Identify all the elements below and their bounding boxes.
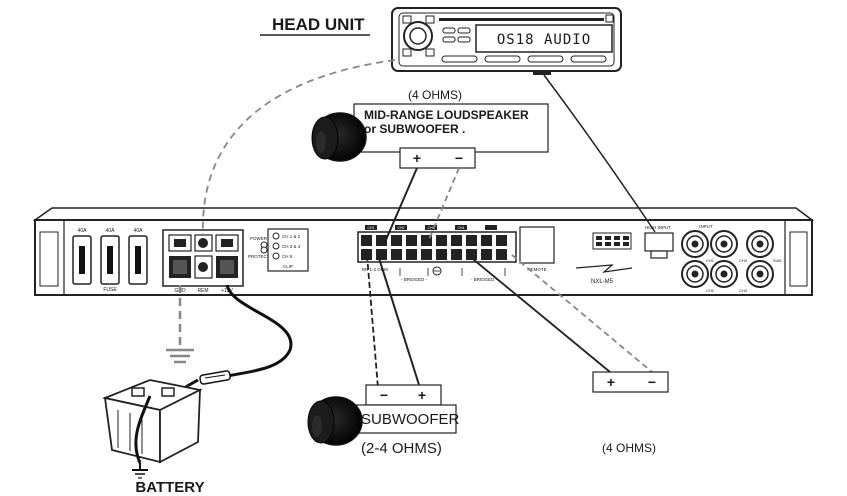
ground-symbol-icon (166, 348, 194, 364)
bridged-label-1: - BRIDGED - (401, 277, 428, 282)
fuse-block: 40A 40A 40A FUSE (72, 228, 148, 293)
rem-label: REM (197, 288, 208, 294)
speaker-icon (311, 112, 367, 162)
cd-slot (439, 18, 604, 21)
upper-speaker-label-box (353, 103, 549, 153)
lower-speaker-negative-wire (511, 254, 653, 373)
power-12v-label: +12V (221, 288, 233, 294)
logo-text: NXL-M5 (591, 279, 614, 285)
upper-speaker-label-line1: MID-RANGE LOUDSPEAKER (364, 108, 529, 122)
battery-icon (101, 379, 203, 479)
subwoofer-impedance: (2-4 OHMS) (361, 440, 442, 457)
rca-jack-icon (710, 260, 738, 288)
fuse-rating-1: 40A (78, 228, 88, 234)
rca-label-ch4: CH4 (739, 288, 748, 293)
rca-label-ch1: CH1 (706, 258, 715, 263)
lower-speaker-impedance: (4 OHMS) (602, 441, 656, 455)
upper-terminal-plus: + (413, 150, 421, 166)
clip-led-label-1: CH 1 & 2 (282, 234, 301, 239)
heatsink-left (39, 231, 59, 287)
upper-speaker-label-line2: or SUBWOOFER . (364, 122, 465, 136)
subwoofer-negative-wire (366, 254, 379, 389)
lower-speaker-terminal (592, 371, 669, 393)
sub-terminal-minus: − (380, 387, 388, 403)
head-unit: HEAD UNIT OS18 AUDIO (260, 7, 622, 75)
remote-port: REMOTE (519, 226, 555, 272)
sub-terminal-plus: + (418, 387, 426, 403)
heatsink-right (789, 231, 808, 287)
subwoofer: − + SUBWOOFER (2-4 OHMS) (307, 384, 460, 457)
rca-label-ch3: CH3 (739, 258, 748, 263)
rca-jack-icon (681, 230, 709, 258)
rca-jack-icon (710, 230, 738, 258)
power-wire (217, 284, 293, 380)
fuse-label: FUSE (103, 287, 117, 293)
clip-led-icon (272, 232, 280, 240)
high-input-label: HIGH INPUT (645, 225, 671, 230)
channel-label-1: CH1 (367, 226, 374, 230)
wiring (156, 59, 656, 416)
lower-right-speaker: + − (4 OHMS) (592, 371, 669, 455)
eject-button-icon (402, 15, 412, 24)
inline-fuse-icon (199, 370, 231, 385)
lower-terminal-minus: − (648, 374, 656, 390)
remote-label: REMOTE (527, 267, 546, 272)
head-unit-display (475, 24, 613, 53)
rca-jack-icon (746, 230, 774, 258)
clip-led-icon (272, 242, 280, 250)
lower-speaker-positive-wire (467, 254, 611, 373)
battery: BATTERY (101, 379, 205, 496)
head-unit-title: HEAD UNIT (272, 15, 365, 34)
speaker-icon (307, 396, 363, 446)
upper-speaker-positive-wire (384, 167, 418, 243)
amplifier: 40A 40A 40A FUSE GND (32, 207, 815, 296)
fuse-rating-2: 40A (106, 228, 116, 234)
subwoofer-positive-wire (377, 254, 421, 389)
status-led-panel: POWER PROTECT CH 1 & 2 CH 3 & 4 CH 5 CLI… (248, 228, 309, 272)
protect-led-label: PROTECT (248, 254, 270, 259)
crossover-switches (592, 232, 632, 250)
upper-speaker-negative-wire (427, 167, 460, 243)
clip-led-label-3: CH 5 (282, 254, 293, 259)
remote-turn-on-wire (202, 59, 396, 236)
rca-label-ch2: CH2 (706, 288, 715, 293)
clip-label: CLIP (283, 264, 293, 269)
high-input-port: HIGH INPUT (644, 225, 674, 259)
head-unit-faceplate (398, 12, 615, 67)
upper-speaker-impedance: (4 OHMS) (408, 88, 462, 102)
protect-led-icon (260, 246, 268, 254)
subwoofer-label-box (353, 404, 457, 434)
upper-speaker: (4 OHMS) MID-RANGE LOUDSPEAKER or SUBWOO… (311, 88, 549, 169)
subwoofer-terminal (365, 384, 442, 406)
fuse-rating-3: 40A (134, 228, 144, 234)
clip-led-label-2: CH 3 & 4 (282, 244, 301, 249)
terminal-screws (361, 235, 507, 260)
amplifier-logo: NXL-M5 (575, 264, 633, 285)
battery-label: BATTERY (135, 479, 204, 496)
upper-speaker-terminal (399, 147, 476, 169)
power-led-label: POWER (250, 236, 268, 241)
rca-jack-icon (746, 260, 774, 288)
clip-led-icon (272, 252, 280, 260)
head-unit-rca-out (533, 71, 551, 75)
rca-label-sub: SUB (773, 258, 782, 263)
speaker-terminal-block: CH1 CH2 CH3 CH4 (357, 225, 517, 282)
lower-terminal-plus: + (607, 374, 615, 390)
channel-label-3: CH3 (427, 226, 434, 230)
upper-terminal-minus: − (455, 150, 463, 166)
bridge-note: BR 1-2 OHM (362, 267, 388, 272)
channel-label-4: CH4 (457, 226, 464, 230)
rca-input-panel: INPUT (681, 224, 782, 293)
input-label: INPUT (699, 224, 713, 229)
rca-jack-icon (681, 260, 709, 288)
head-unit-display-text: OS18 AUDIO (497, 32, 591, 48)
power-terminal-block: GND REM +12V (162, 229, 244, 294)
channel-label-2: CH2 (397, 226, 404, 230)
subwoofer-label: SUBWOOFER (361, 411, 460, 428)
rca-signal-cable (543, 74, 656, 233)
bridged-label-2: - BRIDGED - (471, 277, 498, 282)
